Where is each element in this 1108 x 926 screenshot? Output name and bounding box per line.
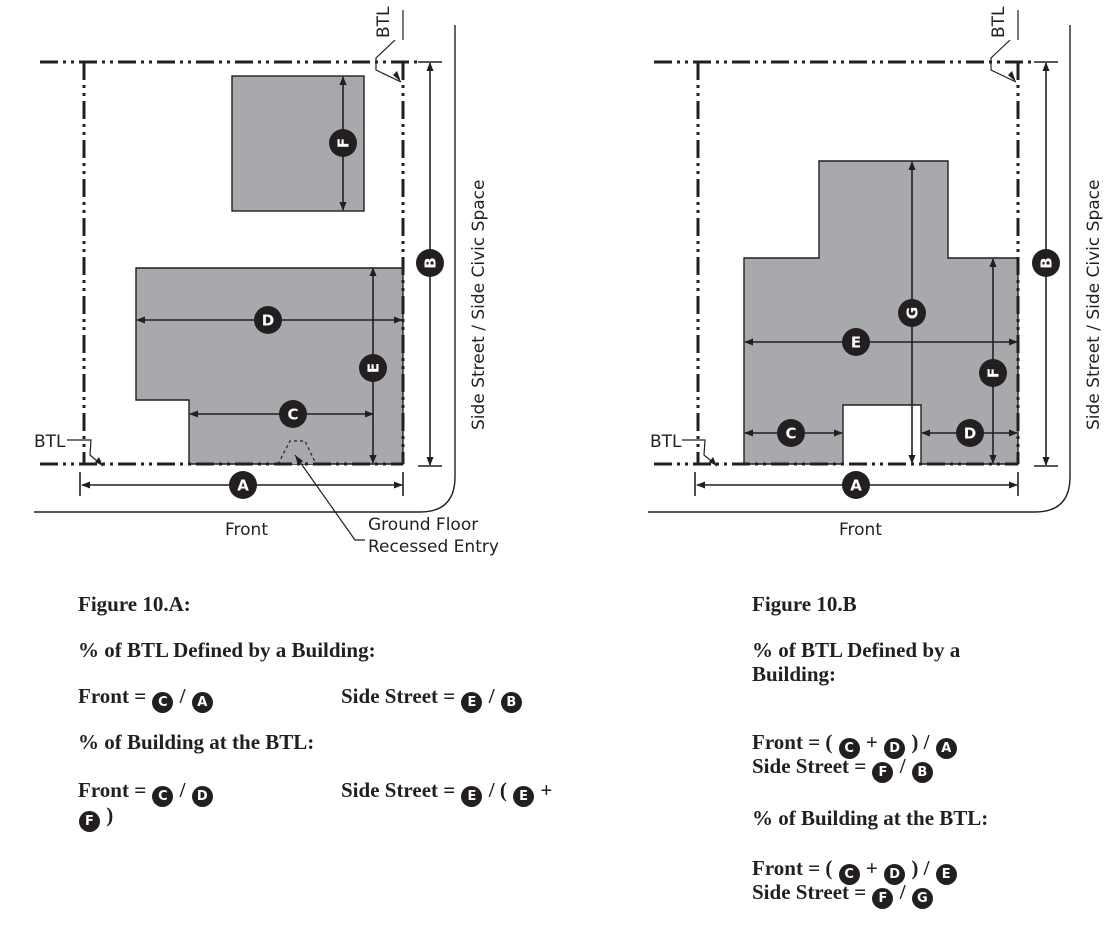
symbol-b: B (500, 692, 522, 713)
badge-b: B (416, 249, 444, 277)
svg-text:G: G (904, 307, 922, 319)
formula-side-1: Side Street = F / B (752, 754, 934, 783)
symbol-d: D (884, 864, 906, 885)
symbol-c: C (838, 738, 860, 759)
symbol-e: E (461, 786, 483, 807)
front-label: Front (839, 520, 882, 540)
svg-text:B: B (1038, 257, 1056, 268)
svg-text:E: E (365, 363, 383, 373)
entry-label-1: Ground Floor (368, 515, 478, 535)
front-label: Front (225, 520, 268, 540)
svg-text:F: F (335, 138, 353, 148)
svg-text:D: D (964, 425, 976, 443)
symbol-f: F (79, 811, 100, 832)
badge-c: C (777, 419, 805, 447)
svg-text:C: C (287, 406, 298, 424)
figure-10a-title: Figure 10.A: (78, 592, 191, 616)
symbol-c: C (838, 864, 860, 885)
btl-left-label: BTL (34, 432, 66, 452)
recessed-entry (277, 440, 317, 465)
symbol-e: E (461, 692, 483, 713)
badge-g: G (898, 299, 926, 327)
formula-side-2-cont: F ) (78, 803, 113, 832)
btl-top-leader (375, 10, 404, 83)
entry-leader (294, 454, 365, 541)
btl-top-leader (990, 10, 1019, 83)
svg-text:D: D (262, 312, 274, 330)
formula-side-2: Side Street = E / ( E + (341, 778, 552, 807)
building (743, 160, 1019, 465)
street-edge (34, 25, 456, 513)
badge-a: A (842, 471, 870, 499)
entry-label-2: Recessed Entry (368, 537, 499, 557)
svg-text:B: B (422, 257, 440, 268)
street-edge (648, 25, 1071, 513)
svg-text:C: C (785, 425, 796, 443)
btl-defined-heading: % of BTL Defined by a Building: (78, 638, 376, 662)
side-street-label: Side Street / Side Civic Space (1084, 180, 1104, 430)
btl-left-label: BTL (650, 432, 682, 452)
btl-top-label: BTL (374, 6, 394, 38)
badge-f: F (329, 129, 357, 157)
svg-text:A: A (237, 477, 249, 495)
badge-e: E (359, 354, 387, 382)
formula-front-1: Front = ( C + D ) / A (752, 730, 958, 759)
building-at-btl-heading: % of Building at the BTL: (78, 730, 315, 754)
formula-side-1: Side Street = E / B (341, 684, 523, 713)
symbol-f: F (872, 762, 894, 783)
btl-defined-heading-2: Building: (752, 662, 837, 686)
badge-d: D (956, 419, 984, 447)
figure-10b-title: Figure 10.B (752, 592, 857, 616)
badge-f: F (979, 359, 1007, 387)
svg-text:F: F (985, 368, 1003, 378)
symbol-c: C (152, 786, 174, 807)
badge-c: C (279, 400, 307, 428)
side-street-label: Side Street / Side Civic Space (469, 180, 489, 430)
symbol-c: C (152, 692, 174, 713)
badge-a: A (229, 471, 257, 499)
badge-d: D (254, 306, 282, 334)
formula-front-2: Front = C / D (78, 778, 214, 807)
symbol-d: D (884, 738, 906, 759)
svg-text:E: E (851, 334, 861, 352)
formula-side-2: Side Street = F / G (752, 880, 934, 909)
symbol-e: E (513, 786, 535, 807)
formula-front-1: Front = C / A (78, 684, 214, 713)
symbol-d: D (191, 786, 213, 807)
symbol-e: E (935, 864, 957, 885)
figure-10a-diagram: A B C D E F BTL BTL Front Side Street / … (34, 6, 499, 557)
svg-text:A: A (850, 477, 862, 495)
badge-e: E (842, 328, 870, 356)
figure-10b-diagram: A B C D E F G BTL BTL Front Side Street … (648, 6, 1104, 540)
symbol-b: B (911, 762, 933, 783)
badge-b: B (1032, 249, 1060, 277)
symbol-a: A (191, 692, 213, 713)
btl-top-label: BTL (989, 6, 1009, 38)
building-at-btl-heading: % of Building at the BTL: (752, 806, 989, 830)
btl-defined-heading: % of BTL Defined by a (752, 638, 961, 662)
symbol-f: F (872, 888, 894, 909)
symbol-g: G (911, 888, 933, 909)
symbol-a: A (935, 738, 957, 759)
formula-front-2: Front = ( C + D ) / E (752, 856, 958, 885)
